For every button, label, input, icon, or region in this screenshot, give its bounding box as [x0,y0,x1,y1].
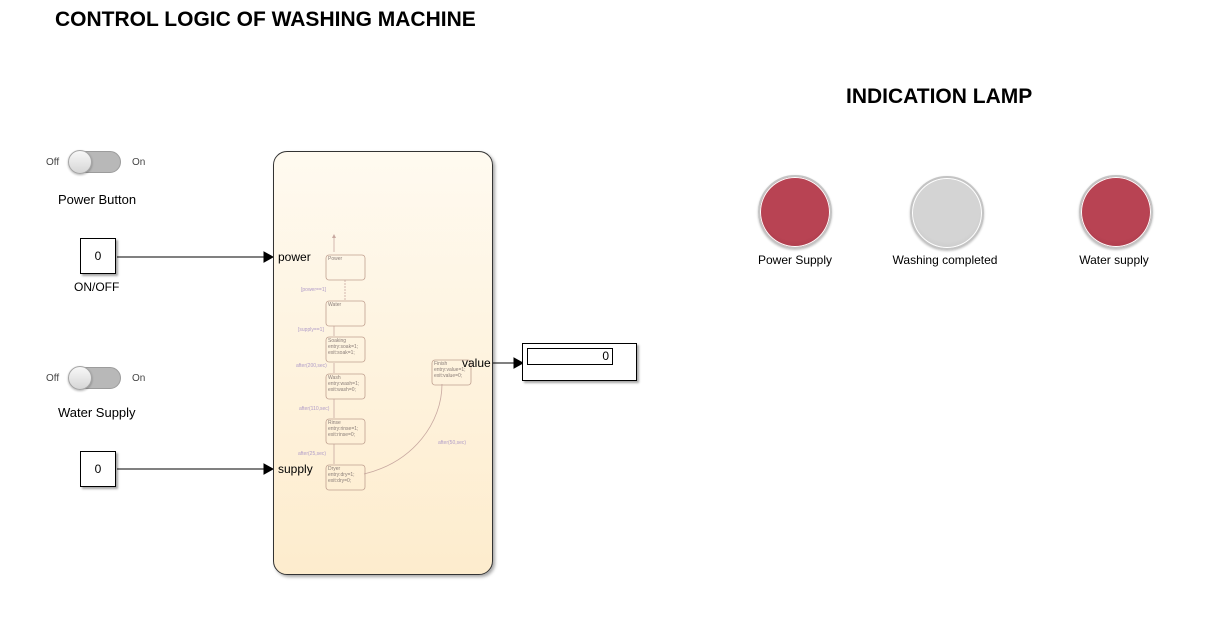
dryer-to-finish-transition [363,383,443,475]
state-water-name: Water [328,302,341,308]
supply-constant-block[interactable]: 0 [80,451,116,487]
chart-internals: Power Water Soaking entry:soak=1; exit:s… [296,234,472,491]
value-signal-arrow [513,357,525,369]
state-finish-name: Finish [434,361,448,367]
water-toggle-off-label: Off [46,373,60,384]
power-button-caption: Power Button [58,192,137,207]
transition-label-soak: after(200,sec) [296,363,327,369]
page-title: CONTROL LOGIC OF WASHING MACHINE [55,8,476,31]
state-wash [325,373,366,400]
power-supply-lamp-label: Power Supply [757,253,833,267]
chart-input-supply: supply [278,462,313,476]
transition-label-wash: after(110,sec) [299,406,330,412]
state-rinse [325,418,366,445]
power-constant-block[interactable]: 0 [80,238,116,274]
supply-signal-arrow [263,463,275,475]
value-display-field: 0 [527,348,613,365]
state-soaking-entry: entry:soak=1; [328,344,358,350]
state-water [325,300,366,327]
value-display-block[interactable]: 0 [522,343,637,381]
state-soaking-exit: exit:soak=1; [328,350,355,356]
water-toggle-switch[interactable] [68,366,121,390]
power-signal-arrow [263,251,275,263]
lamp-section-title: INDICATION LAMP [846,85,1033,108]
state-rinse-name: Rinse [328,420,341,426]
chart-input-power: power [278,250,311,264]
state-wash-name: Wash [328,375,341,381]
power-toggle-switch[interactable] [68,150,121,174]
power-toggle-on-label: On [132,157,146,168]
chart-output-value: value [462,356,491,370]
water-supply-lamp[interactable] [1079,175,1153,249]
state-finish [431,359,472,386]
state-wash-entry: entry:wash=1; [328,381,359,387]
state-power [325,254,366,281]
power-supply-lamp[interactable] [758,175,832,249]
washing-completed-lamp[interactable] [910,176,984,250]
state-finish-entry: entry:value=1; [434,367,466,373]
transition-label-dryer: after(50,sec) [438,440,466,446]
state-soaking-name: Soaking [328,338,346,344]
power-constant-caption: ON/OFF [74,280,120,294]
transition-label-supply: [supply==1] [298,327,324,333]
transition-label-power: [power==1] [301,287,327,293]
state-dryer [325,464,366,491]
state-finish-exit: exit:value=0; [434,373,462,379]
transition-label-rinse: after(25,sec) [298,451,326,457]
state-dryer-exit: exit:dry=0; [328,478,351,484]
state-rinse-entry: entry:rinse=1; [328,426,358,432]
state-power-name: Power [328,256,343,262]
state-dryer-entry: entry:dry=1; [328,472,355,478]
water-toggle-knob[interactable] [68,366,92,390]
water-toggle-on-label: On [132,373,146,384]
state-rinse-exit: exit:rinse=0; [328,432,355,438]
state-dryer-name: Dryer [328,466,341,472]
power-toggle-off-label: Off [46,157,60,168]
state-soaking [325,336,366,363]
water-supply-lamp-label: Water supply [1079,253,1149,267]
water-supply-caption: Water Supply [58,405,136,420]
washing-completed-lamp-label: Washing completed [892,253,998,267]
stateflow-chart-block[interactable]: Power Water Soaking entry:soak=1; exit:s… [273,151,493,575]
state-wash-exit: exit:wash=0; [328,387,356,393]
power-toggle-knob[interactable] [68,150,92,174]
